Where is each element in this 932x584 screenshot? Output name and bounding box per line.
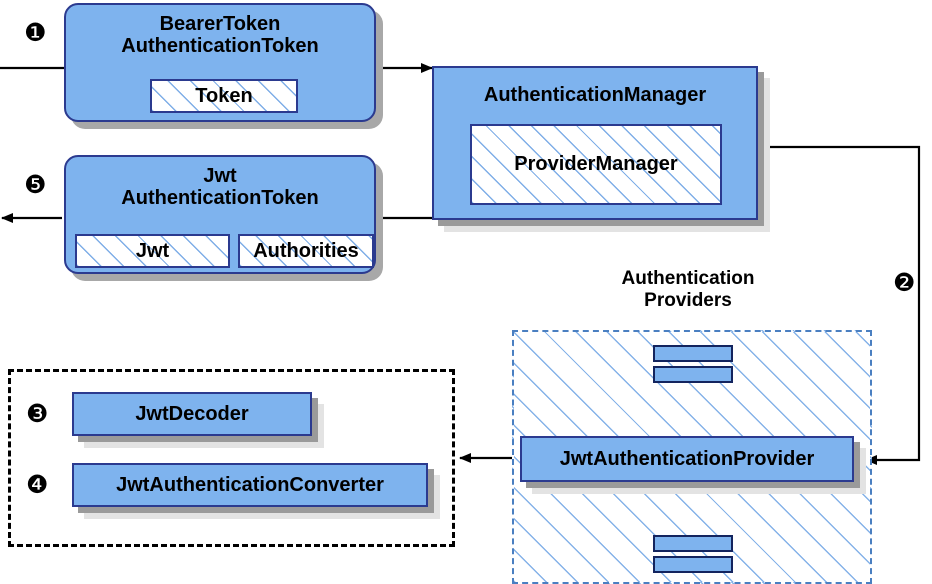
bearer-token-title-line1: BearerToken <box>159 13 281 35</box>
other-provider-bar-top-2[interactable] <box>653 366 733 383</box>
field-provider-manager[interactable]: ProviderManager <box>470 124 722 205</box>
field-authorities[interactable]: Authorities <box>238 234 374 268</box>
field-jwt[interactable]: Jwt <box>75 234 230 268</box>
bearer-token-title-line2: AuthenticationToken <box>121 35 319 58</box>
other-provider-bar-top-1[interactable] <box>653 345 733 362</box>
authentication-manager-title: AuthenticationManager <box>483 84 707 106</box>
jwt-token-title-line1: Jwt <box>203 165 237 187</box>
node-jwt-authentication-converter[interactable]: JwtAuthenticationConverter <box>72 463 428 507</box>
badge-step-1: ❶ <box>24 18 47 47</box>
node-jwt-decoder[interactable]: JwtDecoder <box>72 392 312 436</box>
jwt-token-title: Jwt AuthenticationToken <box>66 165 374 210</box>
jwt-token-title-line2: AuthenticationToken <box>121 187 319 210</box>
bearer-token-title: BearerToken AuthenticationToken <box>66 13 374 58</box>
other-provider-bar-bottom-2[interactable] <box>653 556 733 573</box>
badge-step-2: ❷ <box>893 268 916 297</box>
label-authentication-providers: Authentication Providers <box>578 268 798 311</box>
node-jwt-authentication-provider[interactable]: JwtAuthenticationProvider <box>520 436 854 482</box>
badge-step-4: ❹ <box>26 470 49 499</box>
authentication-providers-line1: Authentication <box>621 268 755 289</box>
badge-step-5: ❺ <box>24 170 47 199</box>
connector-manager-to-provider <box>758 145 921 465</box>
authentication-providers-line2: Providers <box>644 289 732 311</box>
other-provider-bar-bottom-1[interactable] <box>653 535 733 552</box>
field-token[interactable]: Token <box>150 79 298 113</box>
badge-step-3: ❸ <box>26 399 49 428</box>
